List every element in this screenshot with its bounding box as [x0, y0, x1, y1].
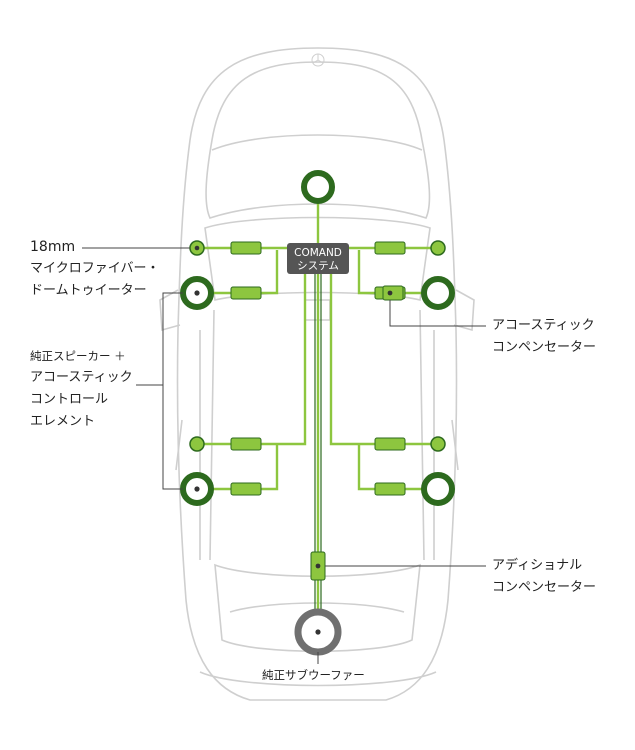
- tweeters: [189, 240, 446, 452]
- car-outline: [159, 47, 475, 701]
- acoustic-compensator-dot: [387, 290, 393, 296]
- acoustic-element-line1: 純正スピーカー ＋: [30, 349, 126, 363]
- acoustic-element-line4: エレメント: [30, 414, 96, 429]
- subwoofer-dot: [315, 629, 321, 635]
- car-logo: [311, 53, 325, 67]
- compensator-front-line1: アコースティック: [492, 318, 595, 333]
- tweeter-label-line1: 18mm: [30, 239, 76, 255]
- tweeter-label: 18mm マイクロファイバー・ ドームトゥイーター: [30, 236, 159, 302]
- acoustic-compensator: [382, 285, 404, 301]
- compensator-rear-line2: コンペンセーター: [492, 580, 597, 595]
- hub-line2: システム: [297, 260, 339, 272]
- hub-line1: COMAND: [294, 247, 342, 259]
- subwoofer-label: 純正サブウーファー: [262, 668, 365, 682]
- acoustic-element-label: 純正スピーカー ＋ アコースティック コントロール エレメント: [30, 345, 133, 433]
- acoustic-compensator-label: アコースティック コンペンセーター: [492, 315, 596, 359]
- compensator-rear-line1: アディショナル: [492, 558, 583, 573]
- additional-compensator-label: アディショナル コンペンセーター: [492, 555, 596, 599]
- compensator-front-line2: コンペンセーター: [492, 340, 597, 355]
- center-speaker: [301, 170, 335, 204]
- tweeter-label-line3: ドームトゥイーター: [30, 283, 147, 298]
- leader-lines: [82, 247, 486, 664]
- comand-hub: COMAND システム: [287, 243, 349, 274]
- tweeter-dots: [194, 245, 200, 251]
- door-speaker-dots: [194, 290, 200, 492]
- additional-compensator-dot: [315, 563, 321, 569]
- tweeter-label-line2: マイクロファイバー・: [30, 261, 160, 276]
- acoustic-element-line2: アコースティック: [30, 370, 133, 385]
- acoustic-element-line3: コントロール: [30, 392, 109, 407]
